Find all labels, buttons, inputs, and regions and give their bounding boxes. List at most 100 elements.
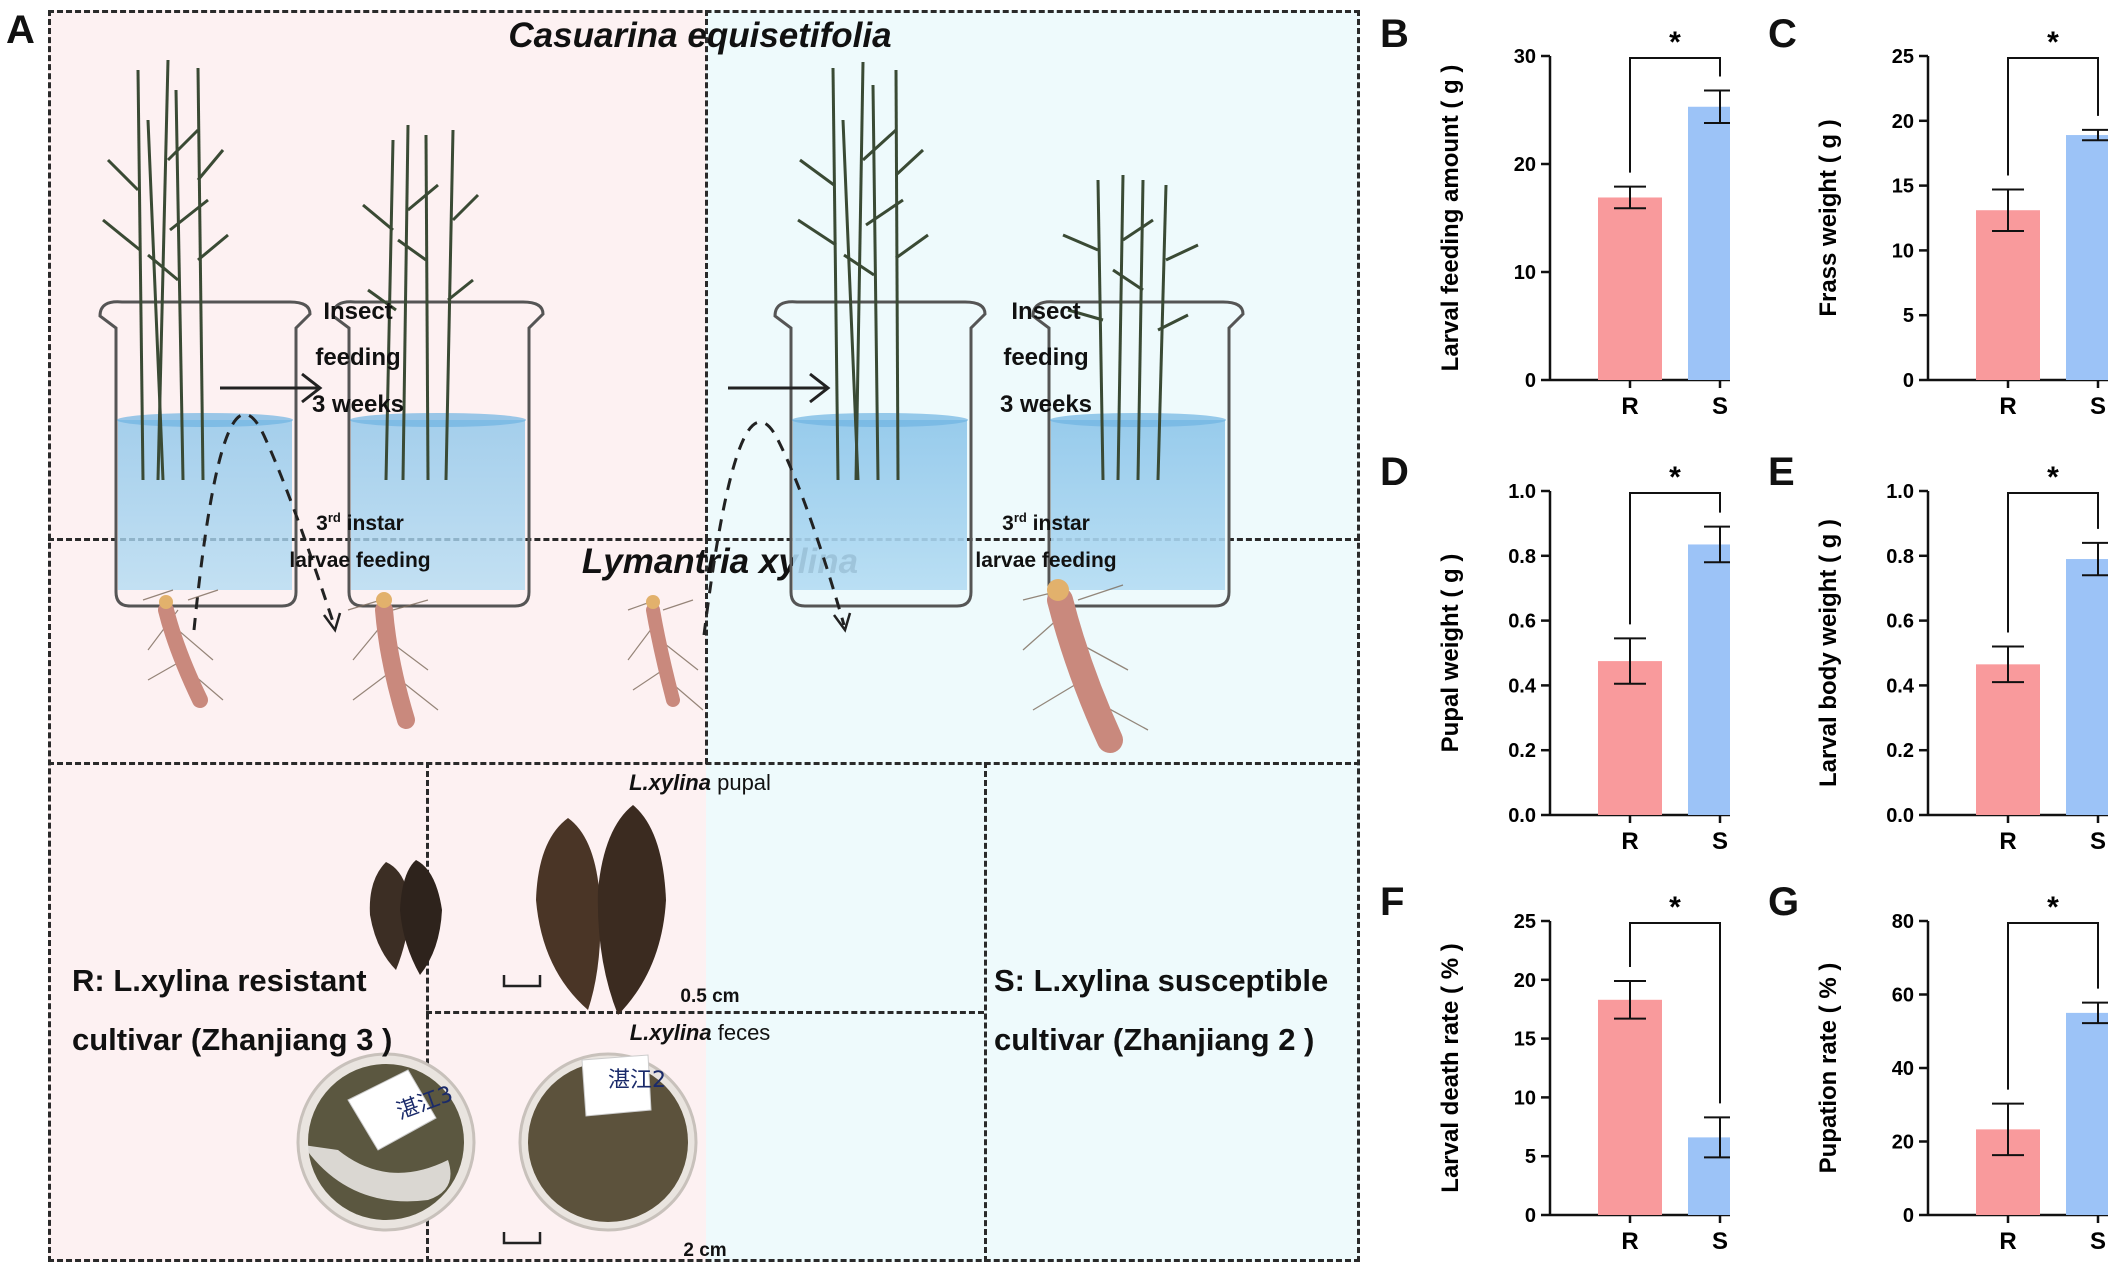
- beaker-icon: [331, 300, 545, 608]
- caterpillar-icon: [627, 595, 704, 711]
- bar-r: [1976, 664, 2040, 815]
- y-tick-label: 0.4: [1508, 675, 1537, 697]
- panel-letter-f: F: [1380, 880, 1405, 924]
- significance-star: *: [1669, 891, 1681, 924]
- y-tick-label: 1.0: [1508, 481, 1536, 503]
- y-tick-label: 0.8: [1508, 546, 1536, 568]
- x-tick-label-r: R: [1999, 828, 2016, 855]
- significance-star: *: [2047, 26, 2059, 59]
- plant-species-title: Casuarina equisetifolia: [508, 16, 892, 55]
- panel-a-frame: [48, 10, 1360, 1262]
- y-tick-label: 0: [1525, 1205, 1536, 1227]
- significance-bracket: [2007, 57, 2099, 176]
- bar-s: [1688, 106, 1752, 380]
- y-tick-label: 25: [1514, 911, 1536, 933]
- insect-feeding-label-left: Insect feeding 3 weeks: [311, 298, 405, 418]
- bar-s: [1688, 1137, 1752, 1215]
- y-axis-label: Pupal weight ( g ): [1437, 554, 1464, 753]
- bar-r: [1976, 210, 2040, 380]
- y-tick-label: 60: [1892, 985, 1914, 1007]
- divider-horizontal-1: [48, 538, 1360, 541]
- y-tick-label: 0.6: [1508, 611, 1536, 633]
- panel-letter-a: A: [6, 8, 35, 52]
- x-tick-label-s: S: [2090, 828, 2106, 855]
- pupa-icon: [369, 860, 442, 975]
- y-axis-label: Larval body weight ( g ): [1815, 519, 1842, 787]
- x-tick-label-r: R: [1621, 393, 1638, 420]
- panel-letter-b: B: [1380, 12, 1409, 56]
- arrow-right-icon: [220, 372, 831, 404]
- y-tick-label: 5: [1525, 1146, 1536, 1168]
- panel-letter-c: C: [1768, 12, 1797, 56]
- bar-r: [1598, 661, 1662, 815]
- y-tick-label: 0: [1903, 370, 1914, 392]
- pupa-icon: [536, 805, 666, 1015]
- scale-label-feces: 2 cm: [683, 1240, 727, 1261]
- divider-top-center: [705, 10, 708, 540]
- y-tick-label: 20: [1514, 154, 1536, 176]
- instar-label-left: 3rd instar larvae feeding: [289, 510, 431, 572]
- divider-mid-center: [705, 538, 708, 764]
- y-tick-label: 25: [1892, 46, 1914, 68]
- divider-pupal-feces: [426, 1011, 984, 1014]
- instar-label-right: 3rd instar larvae feeding: [975, 510, 1117, 572]
- y-tick-label: 1.0: [1886, 481, 1914, 503]
- handwritten-label-s: 湛江2: [608, 1068, 666, 1093]
- feces-label: L.xylina feces: [629, 1020, 771, 1045]
- y-tick-label: 0.6: [1886, 611, 1914, 633]
- y-tick-label: 5: [1903, 305, 1914, 327]
- divider-bottom-right: [984, 762, 987, 1262]
- significance-bracket: [1629, 922, 1721, 1104]
- x-tick-label-r: R: [1999, 393, 2016, 420]
- significance-bracket: [1629, 492, 1721, 625]
- bar-s: [2066, 559, 2118, 815]
- x-tick-label-s: S: [2090, 393, 2106, 420]
- significance-star: *: [1669, 461, 1681, 494]
- significance-star: *: [2047, 461, 2059, 494]
- y-tick-label: 0.2: [1886, 740, 1914, 762]
- feces-dish-icon: [518, 1052, 698, 1232]
- plant-stems-icon: [102, 59, 1199, 481]
- susceptible-cultivar-label: S: L.xylina susceptible cultivar (Zhanji…: [994, 963, 1329, 1057]
- y-axis-label: Pupation rate ( % ): [1815, 963, 1842, 1174]
- scale-bar-icon: [502, 975, 542, 1245]
- susceptible-background: [706, 10, 1360, 1262]
- pupal-label: L.xylina pupal: [629, 770, 771, 795]
- bar-s: [2066, 1012, 2118, 1215]
- bar-r: [1598, 197, 1662, 380]
- bar-r: [1598, 999, 1662, 1215]
- bar-s: [2066, 135, 2118, 380]
- y-tick-label: 80: [1892, 911, 1914, 933]
- schematic-illustration: [98, 59, 1245, 1245]
- dashed-curve-arrow-icon: [192, 412, 846, 636]
- beaker-icon: [773, 300, 987, 608]
- x-tick-label-r: R: [1621, 1228, 1638, 1255]
- y-tick-label: 10: [1514, 262, 1536, 284]
- x-tick-label-s: S: [2090, 1228, 2106, 1255]
- beaker-icon: [98, 300, 312, 608]
- y-tick-label: 0.2: [1508, 740, 1536, 762]
- scale-label-pupal: 0.5 cm: [680, 986, 740, 1007]
- y-tick-label: 15: [1892, 176, 1914, 198]
- caterpillar-icon: [142, 589, 224, 708]
- y-tick-label: 0.4: [1886, 675, 1915, 697]
- caterpillar-icon: [1022, 579, 1149, 753]
- panel-letter-d: D: [1380, 450, 1409, 494]
- x-tick-label-s: S: [1712, 828, 1728, 855]
- divider-horizontal-2: [48, 762, 1360, 765]
- y-tick-label: 20: [1892, 111, 1914, 133]
- x-tick-label-r: R: [1999, 1228, 2016, 1255]
- significance-bracket: [2007, 492, 2099, 633]
- y-axis-label: Larval death rate ( % ): [1437, 943, 1464, 1192]
- panel-letter-g: G: [1768, 880, 1800, 924]
- y-axis-label: Frass weight ( g ): [1815, 119, 1842, 316]
- y-tick-label: 10: [1514, 1087, 1536, 1109]
- resistant-cultivar-label: R: L.xylina resistant cultivar (Zhanjian…: [72, 963, 393, 1057]
- insect-feeding-label-right: Insect feeding 3 weeks: [999, 298, 1093, 418]
- bar-s: [1688, 544, 1752, 815]
